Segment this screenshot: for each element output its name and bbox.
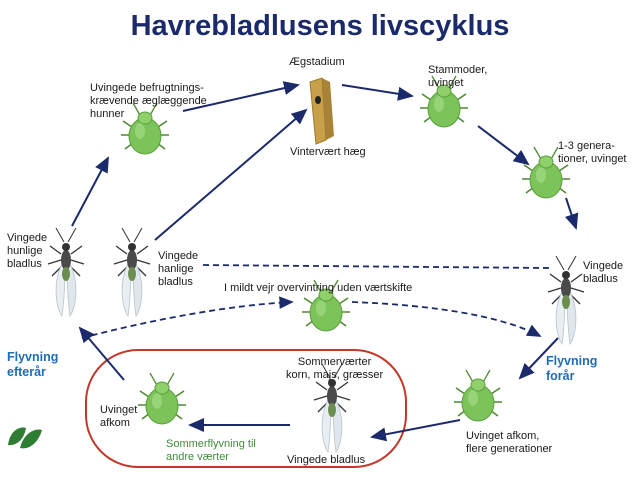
wingless-females-label: Uvingede befrugtnings-krævende æglæggend…	[90, 82, 207, 120]
winged-aphid-icon	[47, 227, 85, 317]
summer-host-oval	[85, 349, 407, 468]
wingless-offspring-many-label: Uvinget afkom,flere generationer	[466, 430, 553, 455]
leaf-logo-icon	[8, 427, 42, 449]
egg-twig-icon	[309, 77, 334, 145]
mild-winter-label: I mildt vejr overvintring uden værtskift…	[224, 282, 413, 294]
green-aphid-icon	[453, 369, 503, 422]
winged-aphids-bottom-label: Vingede bladlus	[287, 454, 366, 466]
dashed-arrows	[81, 264, 550, 339]
cycle-arrows	[71, 81, 579, 442]
page-title: Havrebladlusens livscyklus	[130, 10, 510, 42]
winged-aphid-icon	[547, 255, 585, 345]
egg-stage-label: Ægstadium	[289, 56, 345, 68]
winged-aphid-icon	[113, 227, 151, 317]
green-aphid-icon	[137, 372, 187, 425]
stem-mother-label: Stammoder,uvinget	[428, 64, 488, 89]
generations-label: 1-3 genera-tioner, uvinget	[558, 140, 627, 165]
winter-host-label: Vintervært hæg	[290, 146, 366, 158]
